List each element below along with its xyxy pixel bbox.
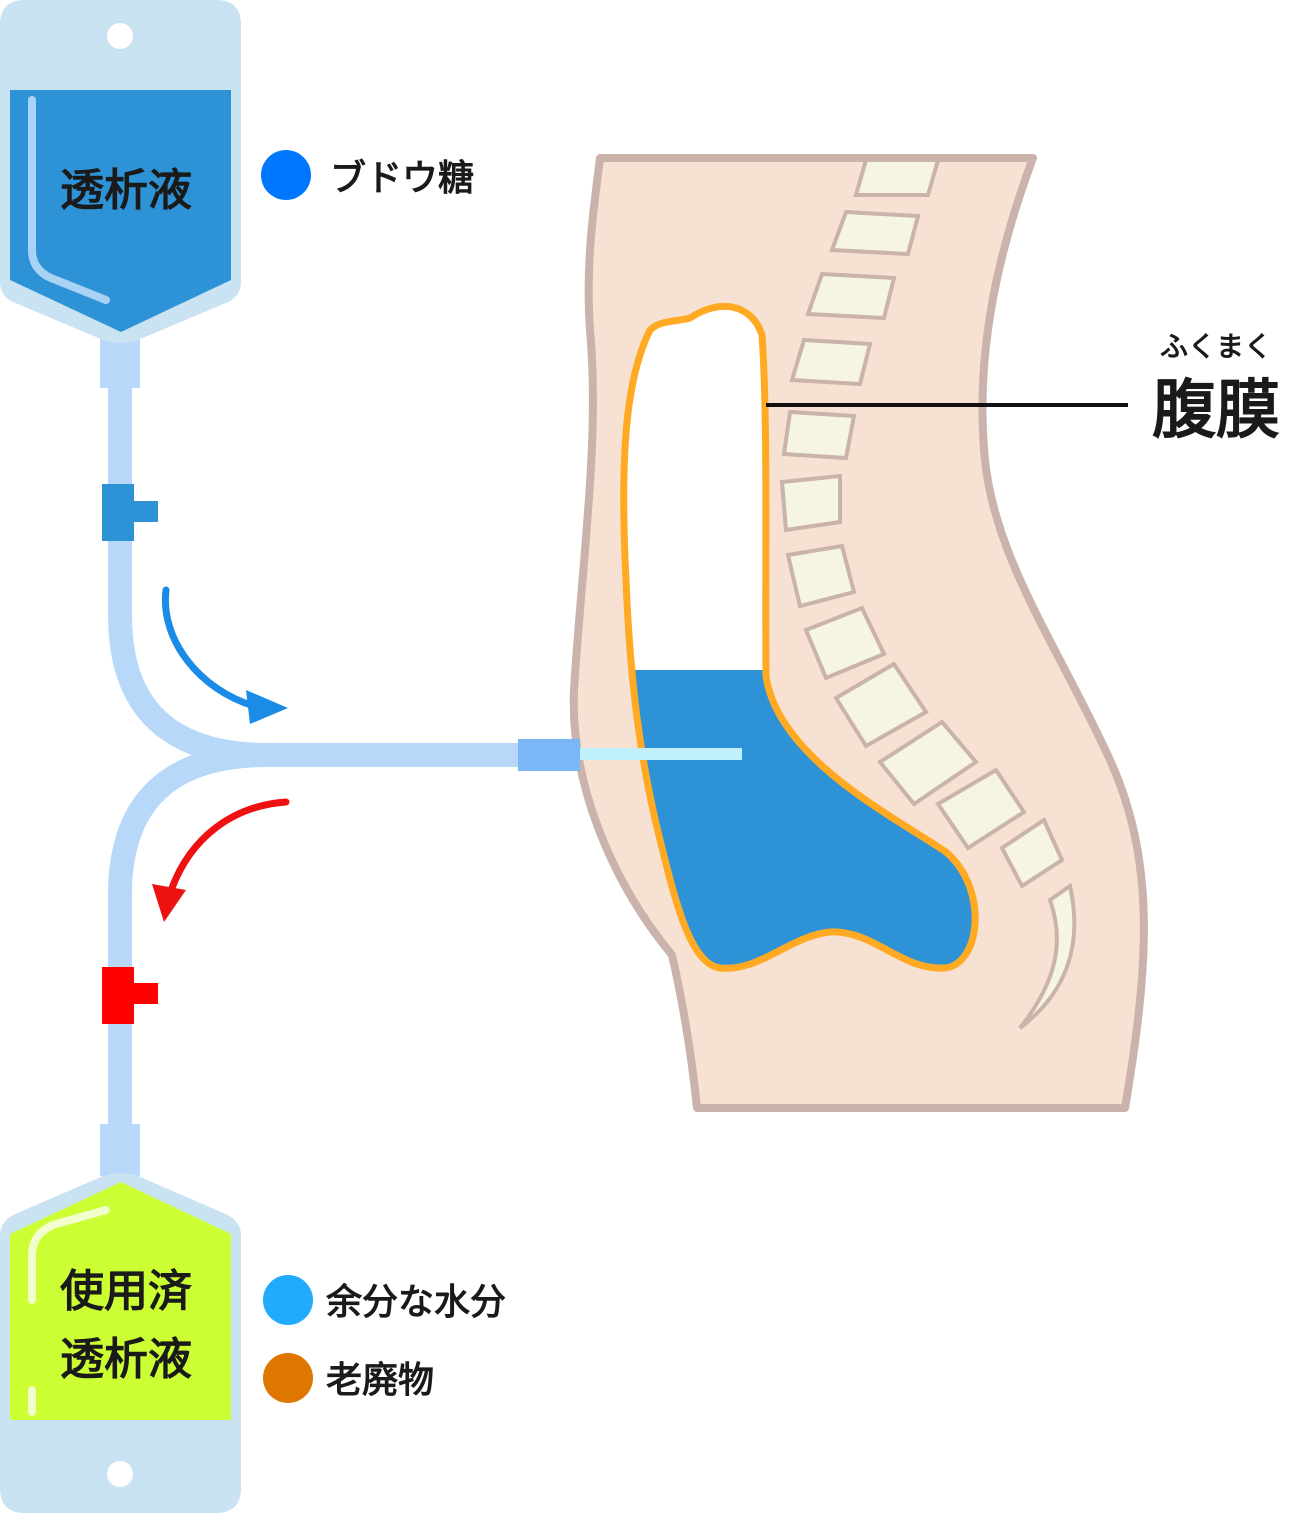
fresh-legend: ブドウ糖: [261, 150, 474, 200]
vertebra: [877, 719, 979, 807]
vertebra: [781, 409, 857, 461]
legend-item-excess-water: 余分な水分: [325, 1281, 506, 1323]
vertebra: [779, 473, 842, 533]
legend-item-waste: 老廃物: [326, 1360, 434, 1401]
used-bag-label-line1: 使用済: [60, 1266, 193, 1317]
used-bag-label-line2: 透析液: [60, 1334, 192, 1385]
used-dialysate-bag[interactable]: 使用済 透析液: [0, 1173, 241, 1513]
spine: [779, 158, 1077, 1030]
fresh-bag-label: 透析液: [60, 165, 192, 216]
outflow-clamp[interactable]: [102, 967, 158, 1024]
legend-item-glucose: ブドウ糖: [330, 157, 474, 199]
vertebra: [853, 158, 941, 197]
used-bag-neck: [100, 1124, 140, 1176]
peritoneum-membrane: [620, 302, 979, 972]
vertebra: [935, 767, 1027, 851]
hanger-hole-icon: [107, 1461, 133, 1487]
bag-highlight: [28, 96, 110, 304]
vertebra: [785, 543, 857, 609]
vertebra: [833, 661, 929, 749]
outflow-arrow: [152, 798, 290, 922]
bag-highlight: [28, 1206, 110, 1304]
fresh-bag-neck: [100, 336, 140, 388]
vertebra: [789, 337, 873, 387]
waste-dot-icon: [263, 1353, 313, 1403]
inflow-clamp[interactable]: [102, 484, 158, 541]
inflow-arrow: [161, 586, 288, 724]
fresh-bag-fluid: [10, 90, 231, 332]
peritoneum-callout: ふくまく 腹膜: [766, 330, 1280, 448]
peritoneum-label: 腹膜: [1152, 374, 1280, 448]
vertebra: [829, 209, 921, 257]
vertebra: [803, 605, 887, 681]
peritoneum-ruby: ふくまく: [1160, 330, 1272, 363]
vertebra: [999, 817, 1065, 889]
used-legend: 余分な水分 老廃物: [263, 1275, 506, 1403]
excess-water-dot-icon: [263, 1275, 313, 1325]
vertebra: [805, 271, 897, 321]
glucose-dot-icon: [261, 150, 311, 200]
sacrum: [1018, 882, 1077, 1030]
dialysate-in-abdomen: [631, 670, 976, 969]
abdominal-catheter: [580, 748, 742, 760]
catheter-connector: [518, 739, 580, 771]
tubing: [108, 385, 530, 1130]
peritoneal-cavity: [620, 302, 979, 972]
hanger-hole-icon: [107, 23, 133, 49]
outflow-tube: [108, 743, 269, 1130]
fresh-dialysate-bag[interactable]: 透析液: [0, 0, 241, 343]
used-bag-fluid: [10, 1182, 231, 1420]
inflow-tube: [108, 385, 530, 767]
body-cross-section: [569, 154, 1148, 1112]
